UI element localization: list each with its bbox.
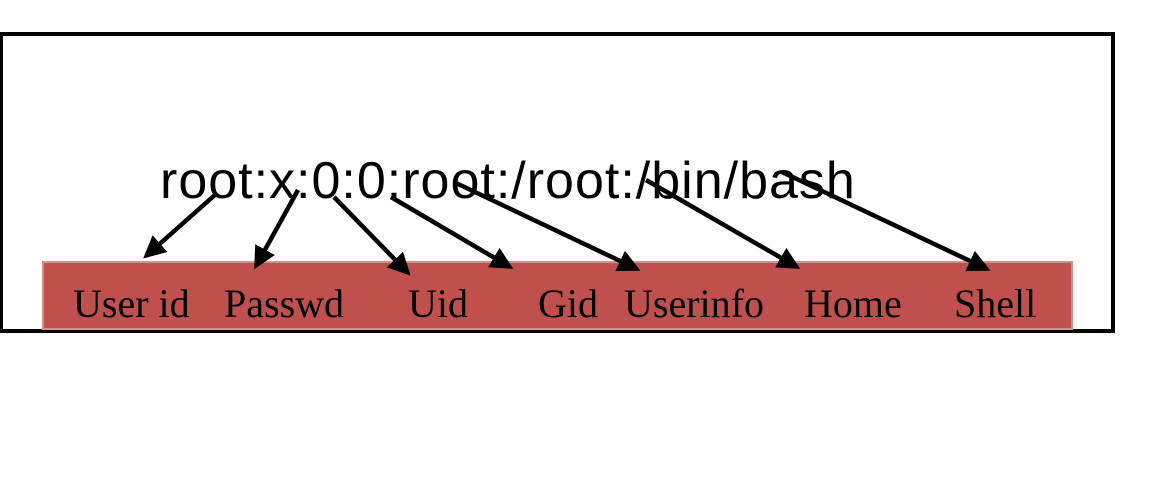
field-label-shell: Shell bbox=[954, 281, 1037, 326]
outer-frame bbox=[0, 32, 1115, 333]
passwd-entry-text: root:x:0:0:root:/root:/bin/bash bbox=[160, 152, 856, 210]
field-label-gid: Gid bbox=[538, 281, 598, 326]
field-label-user-id: User id bbox=[73, 281, 190, 326]
field-label-passwd: Passwd bbox=[224, 281, 345, 326]
field-label-home: Home bbox=[804, 281, 902, 326]
field-label-uid: Uid bbox=[408, 281, 468, 326]
field-label-userinfo: Userinfo bbox=[624, 281, 764, 326]
